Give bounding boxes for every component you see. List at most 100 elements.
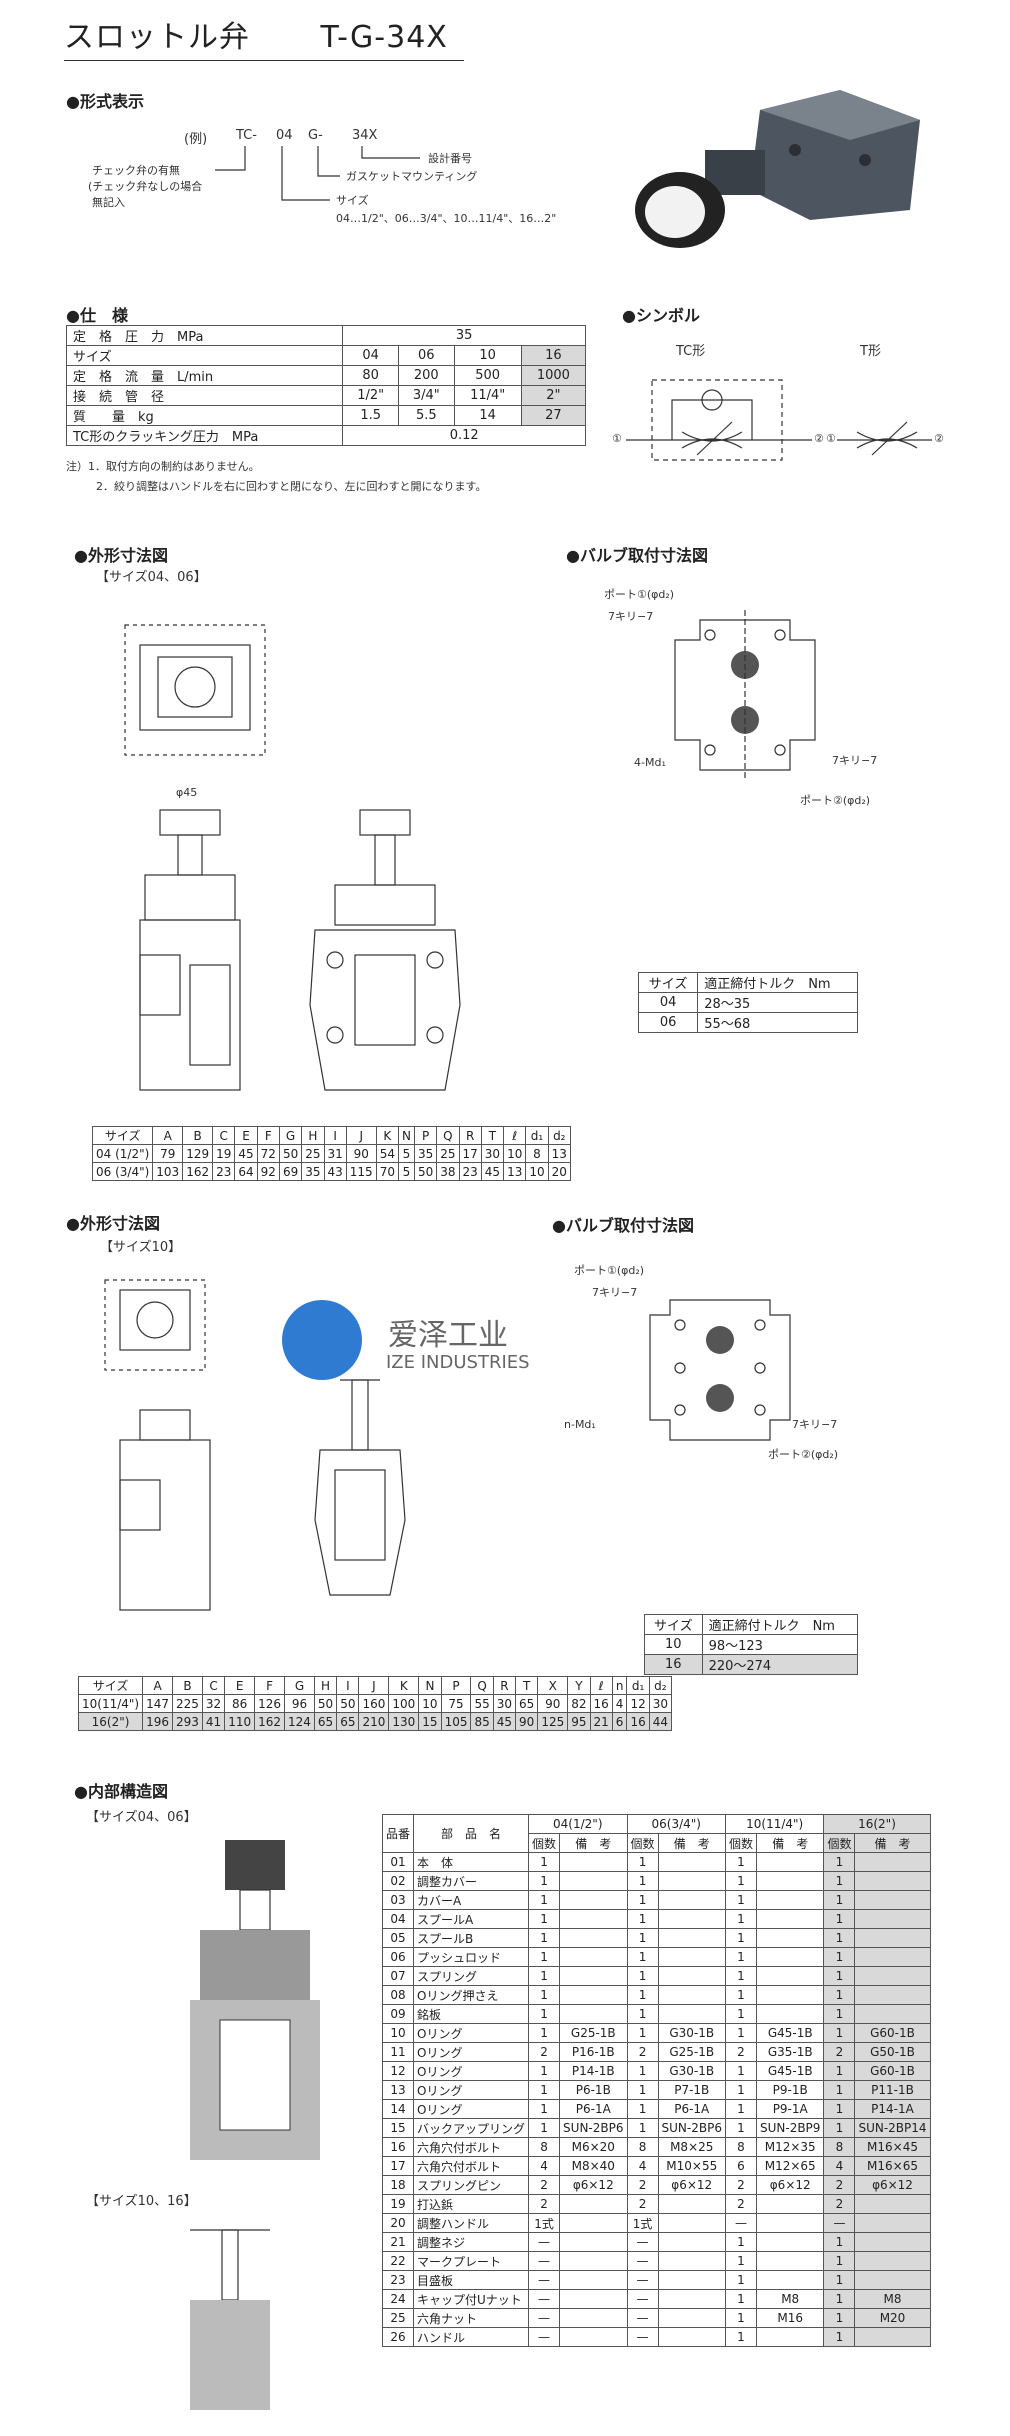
parts-note-header: 備 考 xyxy=(559,1833,628,1853)
dim-cell: 12 xyxy=(626,1694,650,1713)
spec-cell: 200 xyxy=(397,365,455,386)
dim-header-cell: d₁ xyxy=(626,1676,650,1695)
parts-cell: 1 xyxy=(626,1909,659,1929)
parts-cell: 1 xyxy=(823,2004,856,2024)
parts-cell xyxy=(657,1966,726,1986)
spec-note-1: 注）1．取付方向の制約はありません。 xyxy=(66,460,260,473)
dim-cell: 25 xyxy=(436,1144,460,1163)
dim-cell: 50 xyxy=(413,1162,438,1181)
parts-cell: M6×20 xyxy=(559,2137,628,2157)
parts-cell: Oリング xyxy=(413,2023,530,2043)
parts-cell: 2 xyxy=(724,2175,757,2195)
parts-cell: φ6×12 xyxy=(755,2175,825,2195)
parts-cell: 10 xyxy=(381,2023,415,2043)
model-code-example: (例) xyxy=(184,132,208,147)
model-code-part-1: TC- xyxy=(236,128,257,143)
parts-cell: 1 xyxy=(528,1985,561,2005)
dim-cell: 124 xyxy=(284,1712,315,1731)
parts-cell: — xyxy=(626,2251,659,2271)
parts-cell xyxy=(657,2194,726,2214)
parts-cell: マークプレート xyxy=(413,2251,530,2271)
parts-cell: 17 xyxy=(381,2156,415,2176)
mount2-key1: 7キリ−7 xyxy=(592,1286,638,1299)
dim-cell: 38 xyxy=(436,1162,460,1181)
parts-cell xyxy=(854,2327,931,2347)
parts-cell: 02 xyxy=(381,1871,415,1891)
parts-cell xyxy=(755,2327,825,2347)
parts-cell: 1 xyxy=(724,1928,757,1948)
internal-drawing-2 xyxy=(190,2229,270,2410)
parts-cell: 1 xyxy=(724,2023,757,2043)
dim-cell: 16 xyxy=(626,1712,650,1731)
parts-cell xyxy=(559,1966,628,1986)
dim-header-cell: F xyxy=(256,1126,280,1145)
model-code-size: サイズ xyxy=(336,194,369,207)
dim-cell: 92 xyxy=(256,1162,280,1181)
dim-cell: 15 xyxy=(418,1712,442,1731)
parts-cell xyxy=(755,2232,825,2252)
parts-cell: — xyxy=(626,2327,659,2347)
parts-cell: 六角穴付ボルト xyxy=(413,2156,530,2176)
symbol-port2-t: ② xyxy=(934,432,944,445)
parts-cell: — xyxy=(528,2327,561,2347)
parts-cell: 1 xyxy=(626,1852,659,1872)
parts-cell: P6-1A xyxy=(657,2099,726,2119)
parts-cell: 1式 xyxy=(626,2213,659,2233)
dim-header-cell: K xyxy=(375,1126,399,1145)
parts-cell: スプリングピン xyxy=(413,2175,530,2195)
parts-cell: 銘板 xyxy=(413,2004,530,2024)
product-photo xyxy=(635,90,920,248)
dim-header-cell: N xyxy=(397,1126,415,1145)
dim-cell: 8 xyxy=(525,1144,549,1163)
parts-cell xyxy=(657,2327,726,2347)
torque-header: サイズ xyxy=(637,972,699,993)
torque-header: 適正締付トルク Nm xyxy=(697,972,858,993)
parts-cell: スプールB xyxy=(413,1928,530,1948)
outline1-subheading: 【サイズ04、06】 xyxy=(96,570,207,585)
dim-header-cell: d₁ xyxy=(525,1126,549,1145)
torque-cell: 55〜68 xyxy=(697,1012,858,1033)
parts-cell: 1 xyxy=(528,1890,561,1910)
dim-header-cell: K xyxy=(388,1676,420,1695)
parts-cell: 8 xyxy=(528,2137,561,2157)
parts-cell xyxy=(755,2194,825,2214)
dim-cell: 43 xyxy=(323,1162,347,1181)
parts-cell: 1 xyxy=(724,1966,757,1986)
parts-cell: 本 体 xyxy=(413,1852,530,1872)
parts-cell xyxy=(854,2270,931,2290)
model-code-sizes: 04…1/2"、06…3/4"、10…11/4"、16…2" xyxy=(336,212,557,225)
parts-cell: SUN-2BP6 xyxy=(559,2118,628,2138)
parts-cell xyxy=(755,1966,825,1986)
dim-header-cell: ℓ xyxy=(589,1676,613,1695)
dim-header-cell: H xyxy=(313,1676,338,1695)
dim-cell: 75 xyxy=(440,1694,472,1713)
dim-header-cell: I xyxy=(323,1126,347,1145)
dim-header-cell: B xyxy=(182,1126,214,1145)
dim-cell: 50 xyxy=(336,1694,360,1713)
watermark-logo-icon xyxy=(282,1300,362,1380)
parts-num-header: 品番 xyxy=(381,1814,415,1853)
parts-cell: Oリング押さえ xyxy=(413,1985,530,2005)
model-code-part-2: 04 xyxy=(276,128,293,143)
dim-cell: 13 xyxy=(547,1144,571,1163)
parts-cell: 26 xyxy=(381,2327,415,2347)
title-model: T-G-34X xyxy=(320,20,448,55)
dim-cell: 04 (1/2") xyxy=(91,1144,154,1163)
parts-cell: P9-1B xyxy=(755,2080,825,2100)
dim-cell: 160 xyxy=(358,1694,390,1713)
parts-cell: スプールA xyxy=(413,1909,530,1929)
parts-cell: — xyxy=(528,2270,561,2290)
parts-qty-header: 個数 xyxy=(823,1833,856,1853)
